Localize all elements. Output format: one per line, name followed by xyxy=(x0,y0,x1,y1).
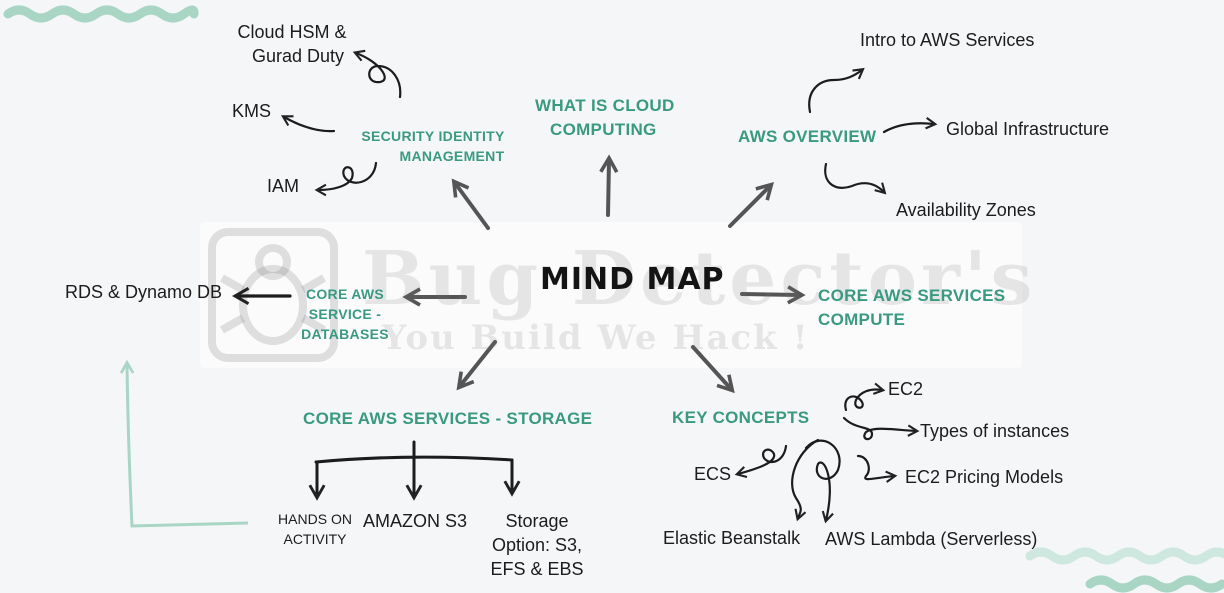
databases-heading: CORE AWS SERVICE - DATABASES xyxy=(301,286,389,342)
arrow-security-iam xyxy=(314,161,378,197)
cloud-heading: WHAT IS CLOUD COMPUTING xyxy=(535,96,675,139)
security-child-hsm: Cloud HSM & Gurad Duty xyxy=(237,22,347,66)
overview-child-az: Availability Zones xyxy=(896,200,1036,220)
databases-child-rds: RDS & Dynamo DB xyxy=(65,282,223,302)
concepts-heading: KEY CONCEPTS xyxy=(672,408,810,427)
watermark-brand: Bug Detector's xyxy=(362,236,1037,322)
arrow-concepts-pricing xyxy=(856,454,898,483)
concepts-child-ec2: EC2 xyxy=(888,379,924,399)
concepts-child-pricing: EC2 Pricing Models xyxy=(905,467,1064,487)
storage-child-hands-on: HANDS ON ACTIVITY xyxy=(278,511,352,547)
mind-map-title: MIND MAP xyxy=(540,262,725,297)
arrow-concepts-types xyxy=(842,416,920,441)
wave-decor-bottom-right-2 xyxy=(1085,575,1224,593)
overview-child-intro: Intro to AWS Services xyxy=(860,30,1035,50)
arrow-concepts-beanstalk xyxy=(791,438,820,522)
arrow-concepts-ecs xyxy=(734,444,788,479)
security-heading: SECURITY IDENTITY MANAGEMENT xyxy=(361,128,505,164)
l-shape-decor xyxy=(119,359,249,528)
arrow-overview-intro xyxy=(808,67,865,114)
wave-decor-bottom-right-1 xyxy=(1025,547,1224,565)
watermark-tagline: You Build We Hack ! xyxy=(382,318,810,358)
arrow-security-kms xyxy=(280,115,336,133)
storage-child-options: Storage Option: S3, EFS & EBS xyxy=(490,511,584,579)
arrow-to-storage xyxy=(456,340,497,391)
storage-heading: CORE AWS SERVICES - STORAGE xyxy=(303,409,593,428)
arrow-overview-global xyxy=(882,117,938,134)
watermark-backdrop xyxy=(200,222,1022,368)
arrow-to-overview xyxy=(728,182,774,228)
arrow-concepts-ec2 xyxy=(844,382,886,412)
overview-child-global: Global Infrastructure xyxy=(946,119,1110,139)
compute-heading: CORE AWS SERVICES COMPUTE xyxy=(818,286,1006,329)
arrow-to-security xyxy=(451,178,490,230)
concepts-child-types: Types of instances xyxy=(920,421,1070,441)
arrow-to-cloud xyxy=(599,154,619,217)
concepts-child-ecs: ECS xyxy=(694,464,732,484)
arrow-to-concepts xyxy=(691,345,735,394)
concepts-child-lambda: AWS Lambda (Serverless) xyxy=(825,529,1038,549)
storage-child-s3: AMAZON S3 xyxy=(363,511,468,531)
arrow-to-compute xyxy=(740,285,806,305)
wave-decor-top-left xyxy=(3,5,199,23)
overview-heading: AWS OVERVIEW xyxy=(738,127,877,146)
security-child-iam: IAM xyxy=(267,176,300,196)
arrow-concepts-lambda xyxy=(804,439,841,524)
arrow-overview-az xyxy=(824,162,887,195)
concepts-child-beanstalk: Elastic Beanstalk xyxy=(663,528,801,548)
arrow-security-hsm xyxy=(352,49,402,99)
security-child-kms: KMS xyxy=(232,101,272,121)
